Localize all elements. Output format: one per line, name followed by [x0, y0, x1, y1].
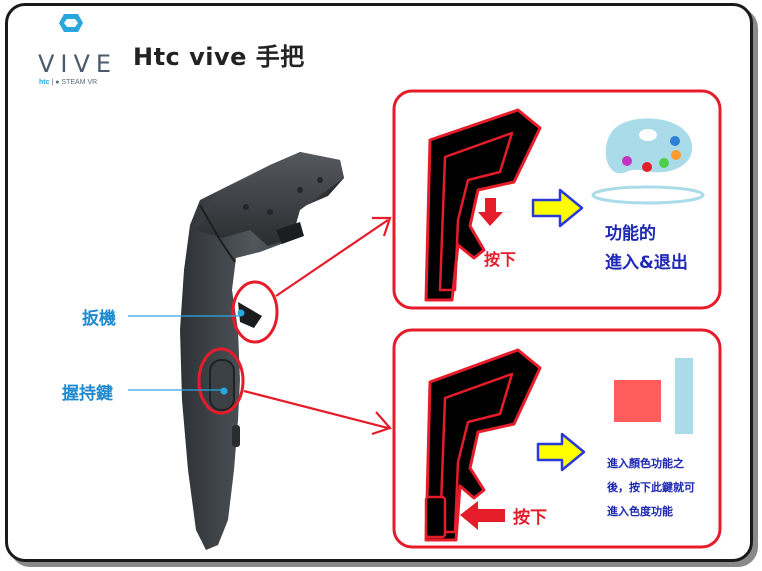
page-title: Htc vive 手把 — [133, 43, 305, 71]
grip-desc-line-1: 進入顏色功能之 — [607, 457, 684, 470]
right-arrow-icon — [531, 188, 584, 228]
trigger-press-label: 按下 — [484, 250, 517, 269]
trigger-highlight — [231, 280, 279, 344]
controller-image — [180, 152, 344, 550]
trigger-controller-outline — [424, 108, 542, 302]
swatch-color-square — [614, 380, 661, 422]
steamvr-icon: ● — [55, 79, 60, 86]
grip-label: 握持鍵 — [62, 384, 113, 404]
logo-subtitle: htc | ● STEAM VR — [39, 79, 97, 86]
trigger-pointer-arrow — [275, 216, 392, 297]
palette-icon — [591, 118, 705, 205]
left-arrow-icon — [460, 501, 505, 530]
right-arrow-icon-2 — [536, 432, 586, 472]
grip-pointer-arrow — [243, 389, 392, 436]
grip-desc-line-2: 後，按下此鍵就可 — [607, 481, 695, 494]
logo-sub-product: STEAM VR — [61, 79, 98, 86]
grip-description: 進入顏色功能之 後，按下此鍵就可 進入色度功能 — [607, 452, 695, 524]
grip-desc-line-3: 進入色度功能 — [607, 505, 673, 518]
trigger-desc-line-1: 功能的 — [605, 224, 656, 244]
logo-sub-brand: htc — [39, 79, 50, 86]
trigger-description: 功能的 進入&退出 — [605, 220, 688, 278]
grip-controller-outline — [424, 348, 542, 542]
grip-highlight — [197, 347, 245, 415]
grip-press-label: 按下 — [513, 508, 547, 528]
trigger-desc-line-2: 進入&退出 — [605, 253, 688, 273]
trigger-label: 扳機 — [82, 309, 116, 329]
swatch-saturation-bar — [675, 358, 693, 434]
vive-logo-icon — [59, 14, 83, 32]
logo-separator: | — [51, 79, 56, 86]
down-arrow-icon — [478, 198, 503, 226]
logo-wordmark: VIVE — [38, 50, 118, 78]
